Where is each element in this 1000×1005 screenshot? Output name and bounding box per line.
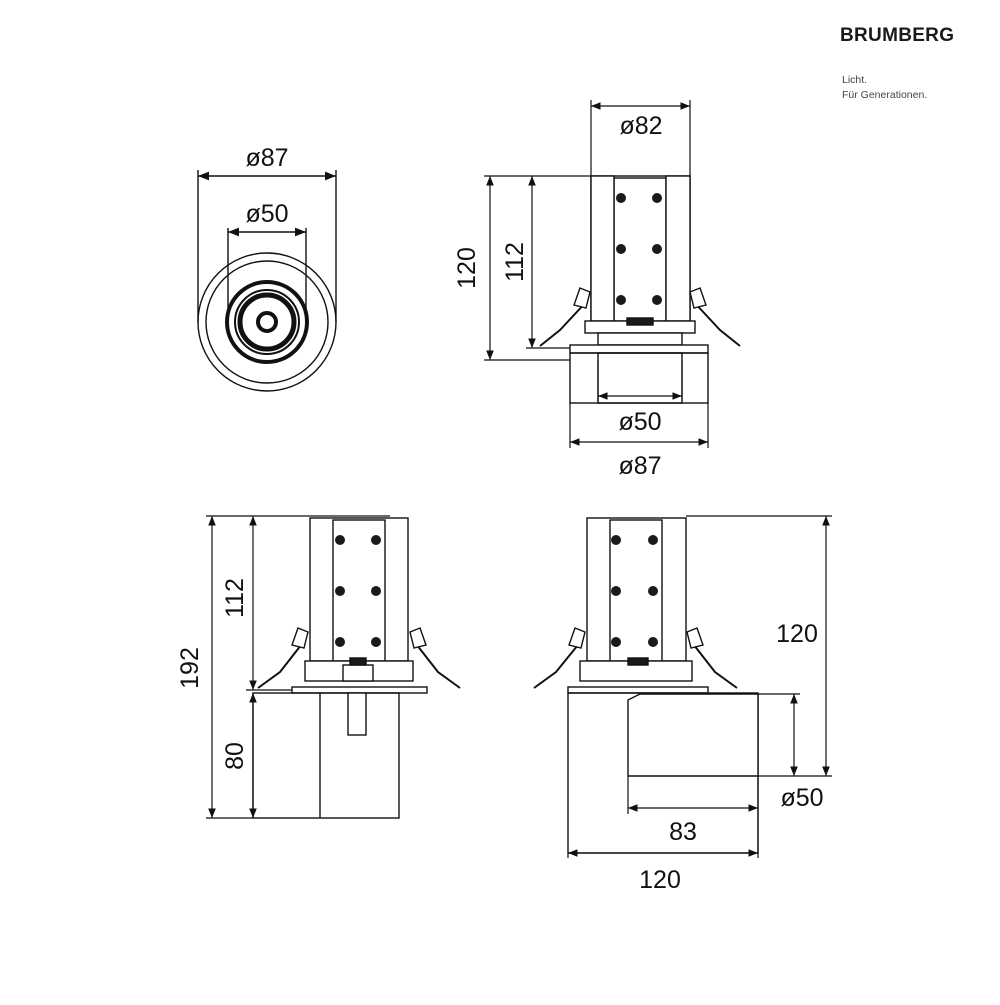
lower-housing-front xyxy=(252,692,400,819)
brand-name: BRUMBERG xyxy=(840,25,955,46)
side-view-tilted xyxy=(533,517,759,854)
side-total-height-label: 120 xyxy=(453,247,481,289)
reflector-outer xyxy=(225,280,309,364)
spring-clip-left xyxy=(539,299,589,347)
tilt-lens-length-label: 83 xyxy=(669,818,697,846)
tilt-height-label: 120 xyxy=(776,620,818,648)
mounting-flange-side xyxy=(567,686,709,694)
top-inner-diameter-label: ø50 xyxy=(245,200,288,228)
tilt-lens-diameter-label: ø50 xyxy=(780,784,823,812)
tilt-width-label: 120 xyxy=(639,866,681,894)
side-body-height-label: 112 xyxy=(501,242,529,282)
front-view-tilted xyxy=(252,517,461,819)
top-view xyxy=(197,170,337,392)
side-top-diameter-label: ø82 xyxy=(619,112,662,140)
spring-clip-left-front xyxy=(257,639,306,689)
led-center xyxy=(256,311,278,333)
side-bottom-diameter-label: ø87 xyxy=(618,452,661,480)
spring-clip-right xyxy=(691,299,741,347)
side-view xyxy=(539,175,741,404)
brand-tagline-1: Licht. xyxy=(842,74,868,86)
reflector-inner xyxy=(234,289,300,355)
spring-clip-right-side xyxy=(689,639,738,689)
front-upper-height-label: 112 xyxy=(221,578,249,618)
spring-clip-left-side xyxy=(533,639,583,689)
side-lens-diameter-label: ø50 xyxy=(618,408,661,436)
heatsink-screws-side xyxy=(611,535,658,647)
mounting-flange xyxy=(569,344,709,354)
reflector-core xyxy=(237,292,297,352)
top-outer-diameter-label: ø87 xyxy=(245,144,288,172)
front-lower-height-label: 80 xyxy=(221,742,249,770)
heatsink-screws-front xyxy=(335,535,381,647)
front-total-height-label: 192 xyxy=(176,647,204,689)
heatsink-screws xyxy=(616,193,662,305)
mounting-flange-front xyxy=(291,686,428,694)
brand-tagline-2: Für Generationen. xyxy=(842,89,928,101)
brand-logo-block: BRUMBERG Licht. Für Generationen. xyxy=(826,22,974,106)
outer-ring xyxy=(197,252,337,392)
spring-clip-right-front xyxy=(412,639,461,689)
flange-ring xyxy=(205,260,329,384)
tilted-lens-tube xyxy=(627,693,759,777)
